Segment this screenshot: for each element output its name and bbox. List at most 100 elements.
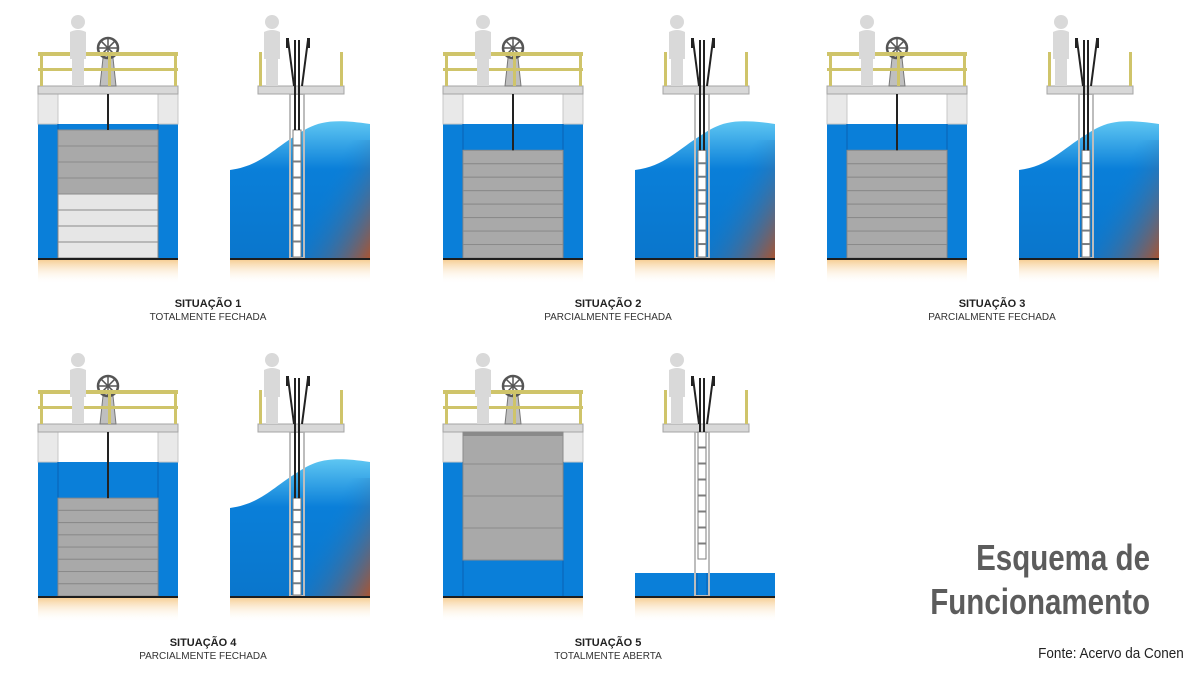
ground-line: [635, 258, 775, 260]
gate-panel: [292, 497, 302, 510]
gate-panel: [1081, 149, 1091, 164]
person-body: [859, 30, 875, 86]
railing-post: [340, 390, 343, 424]
gate-panel: [57, 522, 159, 536]
gate-panel: [462, 163, 564, 178]
hoist-handle: [1096, 38, 1099, 48]
pier-right: [562, 93, 584, 125]
person-head: [71, 353, 85, 367]
pier-left: [442, 431, 464, 463]
railing-post: [445, 52, 448, 86]
gate-panel: [292, 558, 302, 572]
person-body: [70, 30, 86, 86]
gate-panel: [292, 509, 302, 523]
person-head: [476, 15, 490, 29]
gate-panel: [697, 431, 707, 448]
railing-post: [513, 52, 516, 86]
pier-right: [562, 431, 584, 463]
person-head: [670, 15, 684, 29]
situation-subtitle: PARCIALMENTE FECHADA: [928, 312, 1056, 323]
ground: [230, 258, 370, 284]
side-view: [635, 353, 775, 622]
front-view: [442, 353, 584, 622]
deck: [662, 423, 750, 433]
gate-panel: [462, 463, 564, 497]
gate-panel: [697, 230, 707, 245]
hoist-handle: [712, 376, 715, 386]
pier-right: [157, 431, 179, 463]
gate-panel: [697, 527, 707, 544]
situation-5-caption: SITUAÇÃO 5 TOTALMENTE ABERTA: [438, 636, 778, 664]
gate-panel: [697, 511, 707, 528]
pier-left: [37, 431, 59, 463]
main-title-line-2: Funcionamento: [930, 581, 1150, 622]
gate-top-edge: [463, 432, 563, 436]
gate-panel: [292, 583, 302, 596]
gate-panel: [462, 230, 564, 246]
pier-left: [37, 93, 59, 125]
ground-line: [827, 258, 967, 260]
situation-4-caption: SITUAÇÃO 4 PARCIALMENTE FECHADA: [33, 636, 373, 664]
side-view: [635, 15, 775, 284]
gate-panel: [292, 209, 302, 226]
pier-left: [442, 93, 464, 125]
gate-panel: [697, 543, 707, 560]
deck: [442, 85, 584, 95]
gate-panel: [292, 534, 302, 547]
ground: [635, 596, 775, 622]
gate-panel: [846, 244, 948, 259]
gate-panel: [697, 217, 707, 231]
gate-panel: [57, 509, 159, 524]
gate-panel: [1081, 244, 1091, 258]
gate-panel: [57, 497, 159, 511]
ground-line: [38, 596, 178, 598]
railing-post: [963, 52, 966, 86]
ground: [443, 258, 583, 284]
gate-panel: [462, 190, 564, 205]
railing-post: [897, 52, 900, 86]
gate-panel: [57, 193, 159, 211]
pier-left: [826, 93, 848, 125]
railing-post: [108, 52, 111, 86]
gate-panel: [292, 145, 302, 162]
main-title: Esquema de Funcionamento: [930, 536, 1150, 624]
ground-line: [443, 258, 583, 260]
gate-panel: [462, 176, 564, 192]
gate-panel: [292, 546, 302, 559]
person-body: [669, 368, 685, 424]
railing-post: [579, 390, 582, 424]
situation-subtitle: PARCIALMENTE FECHADA: [544, 312, 672, 323]
gate-panel: [57, 177, 159, 195]
person-head: [265, 15, 279, 29]
gate-panel: [697, 463, 707, 480]
situation-subtitle: TOTALMENTE ABERTA: [554, 651, 662, 662]
source-credit: Fonte: Acervo da Conen: [1038, 645, 1184, 662]
ground-line: [443, 596, 583, 598]
side-view: [230, 15, 370, 284]
railing-post: [259, 52, 262, 86]
railing-post: [174, 52, 177, 86]
gate-panel: [846, 149, 948, 165]
railing-post: [664, 52, 667, 86]
railing-post: [445, 390, 448, 424]
ground: [443, 596, 583, 622]
gate-panel: [462, 527, 564, 561]
gate-panel: [57, 534, 159, 548]
hoist-handle: [1075, 38, 1078, 48]
gate-panel: [697, 495, 707, 512]
gate-panel: [846, 230, 948, 246]
gate-panel: [292, 129, 302, 146]
hoist-handle: [307, 38, 310, 48]
ground: [230, 596, 370, 622]
gate-panel: [57, 583, 159, 597]
railing-post: [664, 390, 667, 424]
gate-panel: [846, 217, 948, 232]
situation-2-caption: SITUAÇÃO 2 PARCIALMENTE FECHADA: [438, 297, 778, 325]
gate-panel: [846, 203, 948, 219]
gate-panel: [57, 129, 159, 147]
situation-title: SITUAÇÃO 1: [174, 298, 242, 310]
gate-panel: [846, 190, 948, 205]
gate-panel: [292, 177, 302, 194]
gate-panel: [292, 225, 302, 242]
situation-title: SITUAÇÃO 2: [574, 298, 642, 310]
